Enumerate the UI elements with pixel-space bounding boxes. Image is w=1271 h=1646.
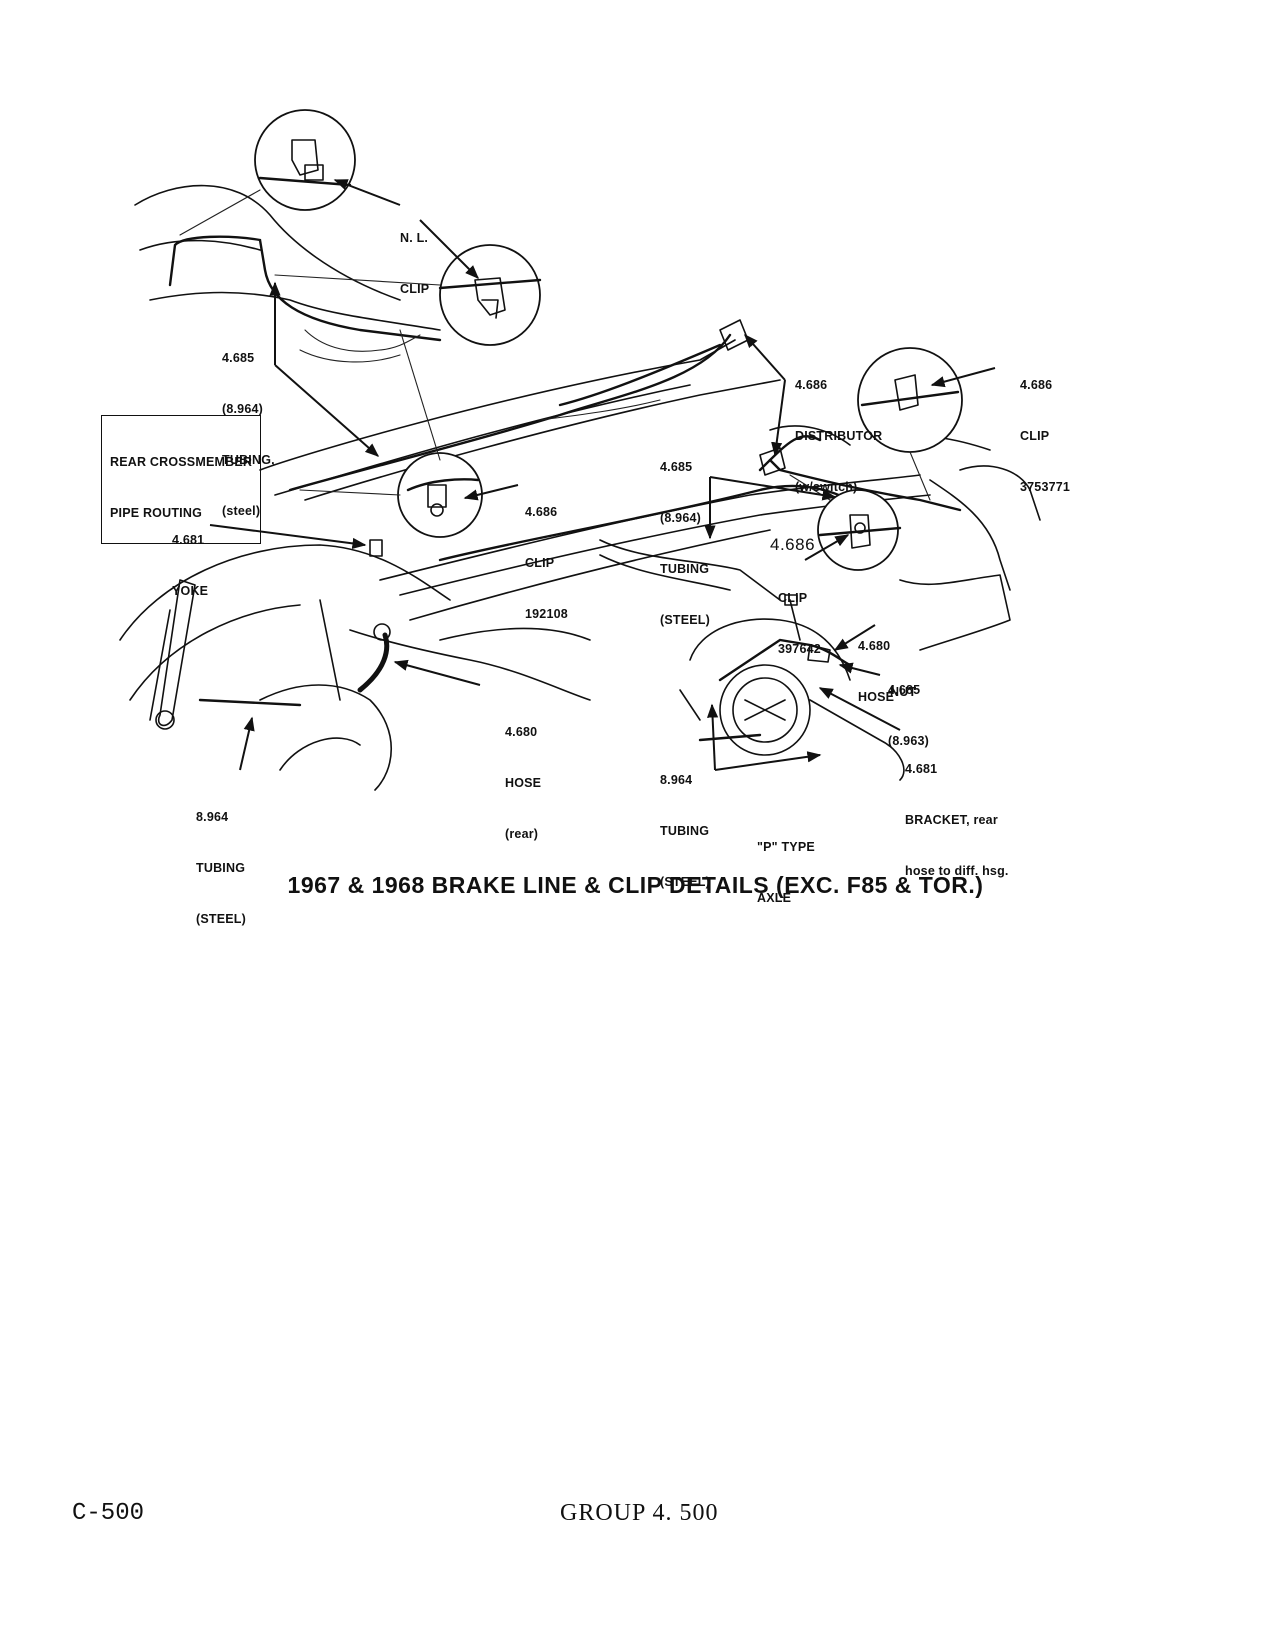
page-number: C-500 (72, 1500, 145, 1527)
label-line: hose to diff. hsg. (905, 864, 1009, 878)
label-line: 4.680 (858, 639, 891, 653)
label-line: CLIP (778, 591, 808, 605)
label-line: 4.681 (905, 762, 938, 776)
label-hose-right: 4.680 HOSE (858, 604, 894, 723)
label-line: 4.686 (525, 505, 558, 519)
lower-left-suspension (119, 539, 591, 791)
label-line: "P" TYPE (757, 840, 815, 854)
brake-lines (288, 333, 962, 562)
label-line: 4.680 (505, 725, 538, 739)
label-tubing-steel-axle: 8.964 TUBING (STEEL) (660, 738, 710, 908)
label-rear-crossmember-box: REAR CROSSMEMBER PIPE ROUTING (101, 415, 262, 544)
label-line: (w/switch) (795, 480, 858, 494)
label-line: 4.686 (795, 378, 828, 392)
label-line: CLIP (400, 282, 430, 296)
label-line: CLIP (1020, 429, 1050, 443)
label-line: PIPE ROUTING (110, 506, 202, 520)
label-clip-192108: 4.686 CLIP 192108 (525, 470, 568, 640)
label-line: TUBING (660, 562, 710, 576)
label-line: 397642 (778, 642, 821, 656)
label-line: (8.964) (660, 511, 702, 525)
label-line: 8.964 (660, 773, 693, 787)
label-line: N. L. (400, 231, 429, 245)
label-line: HOSE (858, 690, 895, 704)
leader-arrows (209, 179, 996, 771)
label-nl-clip: N. L. CLIP (400, 196, 429, 315)
label-line: 192108 (525, 607, 568, 621)
label-line: HOSE (505, 776, 542, 790)
group-number: GROUP 4. 500 (560, 1500, 719, 1526)
label-line: 4.685 (888, 683, 921, 697)
label-line: (steel) (222, 504, 261, 518)
label-tubing-steel-mid: 4.685 (8.964) TUBING (STEEL) (660, 425, 710, 646)
label-line: DISTRIBUTOR (795, 429, 883, 443)
label-clip-397642: CLIP 397642 (778, 556, 821, 675)
label-line: (rear) (505, 827, 539, 841)
label-line: 4.686 (1020, 378, 1053, 392)
label-tubing-steel-upper: 4.685 (8.964) TUBING, (steel) (222, 316, 275, 537)
label-line: TUBING (196, 861, 246, 875)
label-line: YOKE (172, 584, 209, 598)
label-p-type-axle: "P" TYPE AXLE (757, 805, 815, 924)
diagram-caption: 1967 & 1968 BRAKE LINE & CLIP DETAILS (E… (287, 872, 984, 898)
label-line: (STEEL) (196, 912, 247, 926)
label-line: TUBING, (222, 453, 275, 467)
label-clip-3753771: 4.686 CLIP 3753771 (1020, 343, 1070, 513)
label-line: CLIP (525, 556, 555, 570)
label-line: AXLE (757, 891, 792, 905)
nl-clip-detail-right (438, 244, 542, 346)
label-line: (8.963) (888, 734, 930, 748)
label-line: 4.685 (222, 351, 255, 365)
label-yoke: 4.681 YOKE (172, 498, 208, 617)
label-line: 4.681 (172, 533, 205, 547)
nl-clip-detail-top (254, 109, 356, 211)
label-line: 3753771 (1020, 480, 1071, 494)
label-tubing-steel-left: 8.964 TUBING (STEEL) (196, 775, 246, 945)
label-line: (STEEL) (660, 875, 711, 889)
label-line: (8.964) (222, 402, 264, 416)
p-type-axle-detail (679, 594, 905, 781)
label-bracket: 4.681 BRACKET, rear hose to diff. hsg. (905, 727, 1009, 897)
label-nut: NUT (890, 685, 917, 699)
label-line: 4.685 (660, 460, 693, 474)
label-line: TUBING (660, 824, 710, 838)
clip-192108-detail (397, 452, 483, 538)
label-line: (STEEL) (660, 613, 711, 627)
upper-left-body-outline (134, 184, 442, 363)
label-line: 8.964 (196, 810, 229, 824)
label-line: REAR CROSSMEMBER (110, 455, 253, 469)
clip-397642-detail (817, 489, 902, 571)
label-hose-rear: 4.680 HOSE (rear) (505, 690, 541, 860)
label-tubing-8963: 4.685 (8.963) (888, 648, 929, 767)
label-clip-397642-number: 4.686 (770, 535, 816, 554)
label-line: BRACKET, rear (905, 813, 998, 827)
label-distributor: 4.686 DISTRIBUTOR (w/switch) (795, 343, 882, 513)
